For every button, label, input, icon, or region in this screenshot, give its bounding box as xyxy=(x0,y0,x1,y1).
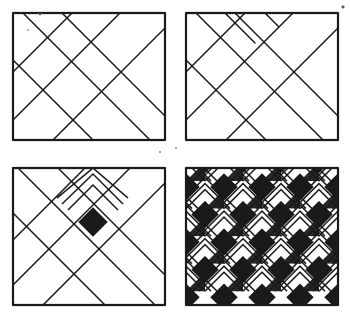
dark-wedge xyxy=(167,245,186,264)
chevron-line xyxy=(136,122,198,153)
chevron-line xyxy=(288,122,350,153)
dark-wedge xyxy=(281,134,300,153)
chevron-line xyxy=(250,122,312,153)
dark-wedge xyxy=(338,217,350,236)
dark-wedge xyxy=(224,162,243,181)
dark-diamond xyxy=(344,257,350,283)
panel-step-2 xyxy=(186,13,338,140)
chevron-line xyxy=(262,134,300,153)
chevron-line xyxy=(338,245,350,264)
panel-border xyxy=(186,13,338,140)
dark-wedge xyxy=(205,134,224,153)
dark-diamond xyxy=(344,202,350,228)
dark-wedge xyxy=(167,134,186,153)
chevron-line xyxy=(148,190,186,209)
panel-step-3 xyxy=(13,168,165,305)
dark-diamond xyxy=(154,257,180,283)
chevron-line xyxy=(129,217,167,236)
panel-step-4 xyxy=(110,122,350,310)
full-chevron-pattern xyxy=(110,122,350,310)
chevron-line xyxy=(148,245,186,264)
dark-wedge xyxy=(110,272,129,291)
dark-wedge xyxy=(262,162,281,181)
dark-wedge xyxy=(300,162,319,181)
chevron-line xyxy=(148,134,186,153)
diagonal-grid xyxy=(13,13,165,140)
panel-step-1 xyxy=(13,13,165,140)
chevron-line xyxy=(186,134,224,153)
chevron-line xyxy=(338,134,350,153)
dark-diamond xyxy=(344,146,350,172)
chevron-line xyxy=(345,150,350,181)
chevron-line xyxy=(129,162,167,181)
panel-border xyxy=(13,13,165,140)
chevron-line xyxy=(338,190,350,209)
chevron-line xyxy=(345,205,350,236)
chevron-line xyxy=(345,260,350,291)
dark-diamond xyxy=(135,174,161,200)
dark-wedge xyxy=(338,272,350,291)
diagonal-grid-with-offsets xyxy=(186,13,338,140)
dark-wedge xyxy=(110,217,129,236)
dark-wedge xyxy=(186,162,205,181)
chevron-line xyxy=(129,272,167,291)
dark-wedge xyxy=(167,190,186,209)
dark-diamond xyxy=(154,202,180,228)
dark-wedge xyxy=(129,190,148,209)
chevron-line xyxy=(117,205,179,236)
chevron-line xyxy=(142,184,192,209)
chevron-line xyxy=(300,134,338,153)
dark-wedge xyxy=(243,134,262,153)
chevron-line xyxy=(174,122,236,153)
dark-diamond xyxy=(135,229,161,255)
dark-wedge xyxy=(129,134,148,153)
dark-wedge xyxy=(338,162,350,181)
chevron-line xyxy=(117,150,179,181)
dark-wedge xyxy=(319,134,338,153)
